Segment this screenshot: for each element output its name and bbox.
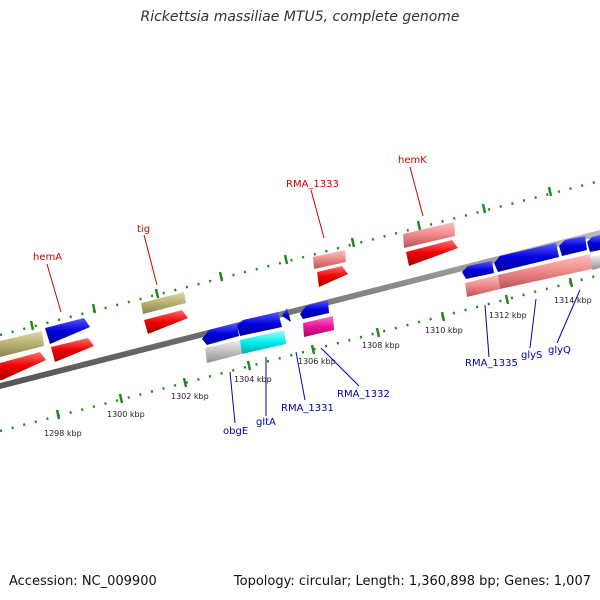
gene-small-blue[interactable]: [282, 308, 291, 322]
leader-lines-bottom: [229, 289, 581, 424]
gene-label-gltA: gltA: [256, 417, 276, 428]
gene-hemK[interactable]: [403, 222, 455, 248]
gene-label-rma1333: RMA_1333: [286, 179, 339, 190]
gene-red-fwd[interactable]: [406, 240, 458, 266]
gene-label-glyS: glyS: [521, 350, 542, 361]
gene-label-rma1331: RMA_1331: [281, 403, 334, 414]
gene-rma1335[interactable]: [494, 243, 559, 272]
scale-label: 1314 kbp: [554, 296, 592, 305]
genome-summary: Topology: circular; Length: 1,360,898 bp…: [233, 574, 591, 589]
gene-blue-fwd[interactable]: [45, 318, 90, 344]
gene-salmon-inner[interactable]: [498, 254, 592, 289]
gene-label-hemA: hemA: [33, 252, 62, 263]
inner-major-ticks: [55, 277, 574, 420]
gene-salmon-inner[interactable]: [465, 275, 500, 297]
gene-obgE-inner[interactable]: [205, 340, 242, 363]
gene-hemA-outer[interactable]: [0, 331, 44, 357]
scale-label: 1310 kbp: [425, 326, 463, 335]
gene-red-fwd[interactable]: [51, 338, 94, 362]
genome-backbone: [0, 230, 600, 389]
accession-label: Accession: NC_009900: [9, 574, 157, 589]
gene-red-fwd[interactable]: [144, 310, 188, 334]
gene-rma1332[interactable]: [303, 316, 334, 337]
gene-gray-inner[interactable]: [590, 255, 600, 270]
gene-gltA-blue[interactable]: [237, 312, 282, 336]
scale-label: 1298 kbp: [44, 429, 82, 438]
outer-dotted-arc: [0, 179, 600, 337]
gene-rma1331[interactable]: [300, 300, 329, 319]
scale-label: 1300 kbp: [107, 410, 145, 419]
gene-blue-rev[interactable]: [462, 261, 494, 279]
scale-label: 1306 kbp: [298, 357, 336, 366]
gene-tig[interactable]: [141, 292, 186, 314]
page-title: Rickettsia massiliae MTU5, complete geno…: [140, 9, 460, 25]
gene-obgE[interactable]: [202, 323, 239, 345]
gene-label-hemK: hemK: [398, 155, 427, 166]
gene-red-fwd[interactable]: [0, 352, 46, 380]
scale-label: 1308 kbp: [362, 341, 400, 350]
outer-major-ticks: [29, 186, 553, 331]
gene-glyQ[interactable]: [587, 235, 600, 252]
inner-dotted-arc: [0, 273, 600, 433]
gene-red-fwd[interactable]: [317, 266, 348, 287]
gene-glyS[interactable]: [559, 236, 587, 256]
scale-label: 1304 kbp: [234, 375, 272, 384]
scale-label: 1302 kbp: [171, 392, 209, 401]
gene-label-rma1332: RMA_1332: [337, 389, 390, 400]
gene-label-obgE: obgE: [223, 426, 248, 437]
leader-lines-top: [46, 166, 424, 313]
gene-label-glyQ: glyQ: [548, 345, 571, 356]
gene-label-tig: tig: [137, 224, 150, 235]
gene-gltA[interactable]: [240, 330, 286, 354]
gene-label-rma1335: RMA_1335: [465, 358, 518, 369]
gene-rma1333[interactable]: [313, 250, 346, 269]
scale-label: 1312 kbp: [489, 311, 527, 320]
